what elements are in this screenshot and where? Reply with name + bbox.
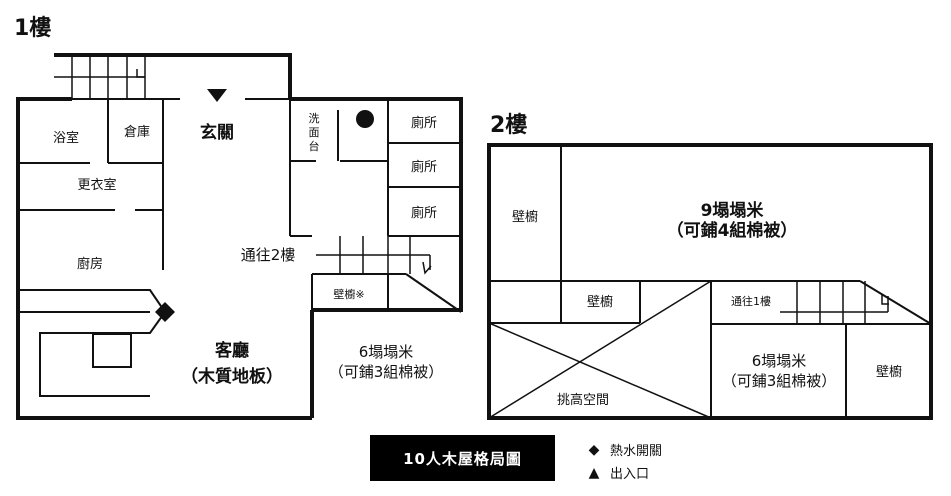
floor1-title: 1樓 [14,16,51,41]
floor1-walls [16,53,463,420]
room-9mat-futon: （可鋪4組棉被） [667,220,798,241]
room-washstand: 洗 面 台 [309,112,320,153]
washstand-sink-icon [356,110,374,128]
stairs-to-2f-label: 通往2樓 [241,246,296,264]
room-closet-2f-left: 壁櫥 [512,209,538,225]
room-storage: 倉庫 [124,125,150,140]
room-closet-1f: 壁櫥※ [333,287,364,301]
room-6mat-1f-futon: （可鋪3組棉被） [329,363,444,381]
legend-item-entrance: ▲ 出入口 [587,463,650,483]
room-changing: 更衣室 [77,177,116,193]
room-toilet-1: 廁所 [411,115,437,131]
svg-text:洗: 洗 [309,112,320,125]
room-void: 挑高空間 [557,392,609,408]
triangle-up-icon: ▲ [588,464,600,481]
room-living-name: 客廳 [214,340,249,361]
diamond-icon: ◆ [588,441,600,458]
room-9mat-size: 9塌塌米 [701,200,765,221]
svg-text:台: 台 [309,139,320,153]
legend-label-hot-water: 熱水開關 [610,444,663,459]
plan-title-badge: 10人木屋格局圖 [370,435,555,481]
legend-label-entrance: 出入口 [610,467,650,482]
room-living-floor: （木質地板） [181,366,283,387]
stairs-to-1f-label: 通往1樓 [731,294,771,308]
floor2-title: 2樓 [490,113,527,138]
room-bathroom: 浴室 [53,130,79,146]
room-6mat-2f-size: 6塌塌米 [752,352,807,370]
svg-text:面: 面 [309,126,320,139]
room-kitchen: 廚房 [77,256,103,272]
room-toilet-2: 廁所 [411,159,437,175]
floor2-walls [487,143,933,420]
room-entrance: 玄關 [200,122,234,143]
legend-item-hot-water: ◆ 熱水開關 [587,440,663,460]
room-toilet-3: 廁所 [411,205,437,221]
entrance-triangle-icon [207,89,227,102]
hot-water-switch-diamond-icon [155,302,175,322]
room-6mat-2f-futon: （可鋪3組棉被） [722,372,837,390]
room-6mat-1f-size: 6塌塌米 [359,343,414,361]
room-closet-2f-right: 壁櫥 [876,364,902,380]
room-closet-2f-mid: 壁櫥 [587,294,613,310]
